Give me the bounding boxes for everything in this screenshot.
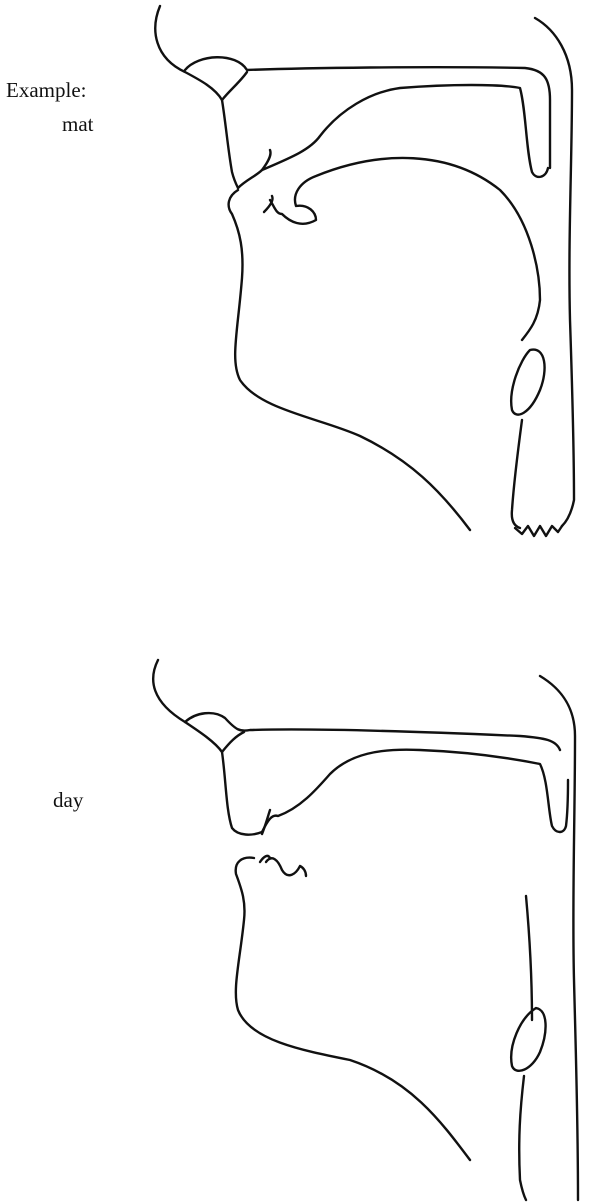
larynx-front: [519, 1076, 526, 1200]
vocal-tract-diagram-day: [0, 640, 593, 1203]
tongue-surface: [270, 158, 540, 340]
nasal-cavity-top: [185, 713, 560, 750]
face-profile-upper: [153, 660, 262, 835]
lower-lip-jaw: [229, 190, 470, 530]
nasal-cavity-top: [185, 57, 550, 168]
palate: [262, 750, 568, 832]
pharynx-wall: [540, 676, 578, 1200]
tongue-root: [526, 896, 532, 1020]
pharynx-wall: [535, 18, 574, 526]
tongue-tip: [266, 858, 306, 876]
vocal-folds: [515, 526, 562, 536]
vocal-tract-diagram-mat: [0, 0, 593, 560]
palate: [262, 85, 548, 177]
lower-teeth: [264, 196, 273, 212]
lower-lip-jaw: [236, 858, 470, 1160]
larynx-front: [512, 420, 522, 528]
epiglottis: [511, 350, 544, 415]
epiglottis: [511, 1008, 545, 1071]
nasal-cavity-floor: [222, 72, 247, 100]
nasal-cavity-floor: [222, 732, 244, 752]
